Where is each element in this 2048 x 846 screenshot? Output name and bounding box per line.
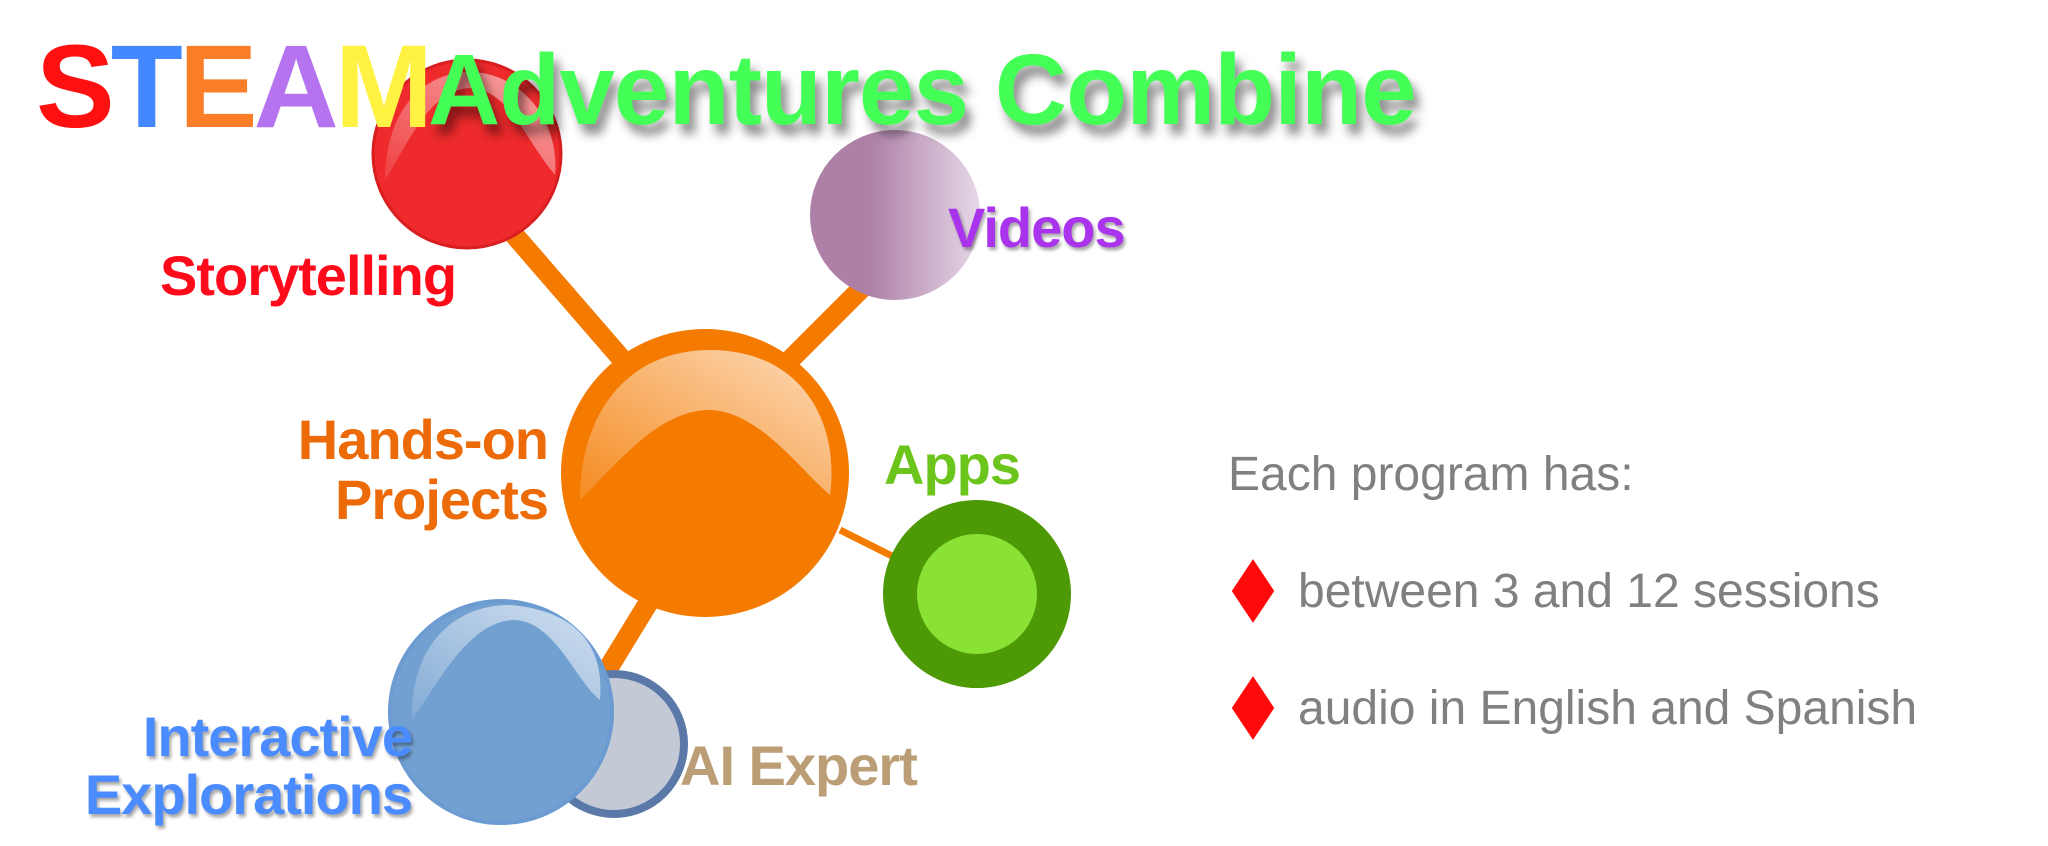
info-bullet-text: between 3 and 12 sessions (1298, 565, 1880, 618)
title-letter-e: E (178, 21, 258, 153)
apps-sphere (883, 500, 1071, 688)
label-apps: Apps (884, 433, 1021, 496)
title-steam: STEAM (36, 21, 433, 153)
videos-sphere (810, 130, 980, 300)
title-letter-a: A (253, 21, 339, 153)
info-heading: Each program has: (1228, 448, 1634, 501)
connector-storytelling (502, 223, 648, 387)
hands-on-sphere (561, 329, 849, 617)
connector-apps (838, 526, 902, 564)
diamond-bullet-icon (1231, 559, 1275, 624)
label-interactive-line1: Interactive (142, 705, 413, 768)
connector-videos (772, 272, 878, 378)
info-bullet: audio in English and Spanish (1228, 676, 1918, 741)
label-ai-expert: AI Expert (680, 734, 918, 797)
label-interactive-line2: Explorations (84, 763, 413, 826)
label-hands-on-line2: Projects (335, 468, 549, 531)
label-storytelling: Storytelling (160, 244, 457, 307)
label-videos: Videos (948, 196, 1126, 259)
diamond-bullet-icon (1231, 676, 1275, 741)
storytelling-sphere (371, 58, 563, 250)
label-hands-on-projects: Hands-on Projects (297, 408, 549, 531)
title-letter-m: M (334, 21, 433, 153)
interactive-sphere (388, 599, 614, 825)
title-letter-s: S (36, 21, 115, 153)
label-interactive-explorations: Interactive Explorations (84, 705, 413, 826)
label-hands-on-line1: Hands-on (297, 408, 549, 471)
title-rest: Adventures Combine (428, 34, 1417, 146)
info-bullet-text: audio in English and Spanish (1298, 682, 1918, 735)
title-letter-t: T (110, 21, 183, 153)
info-bullet: between 3 and 12 sessions (1228, 559, 1880, 624)
